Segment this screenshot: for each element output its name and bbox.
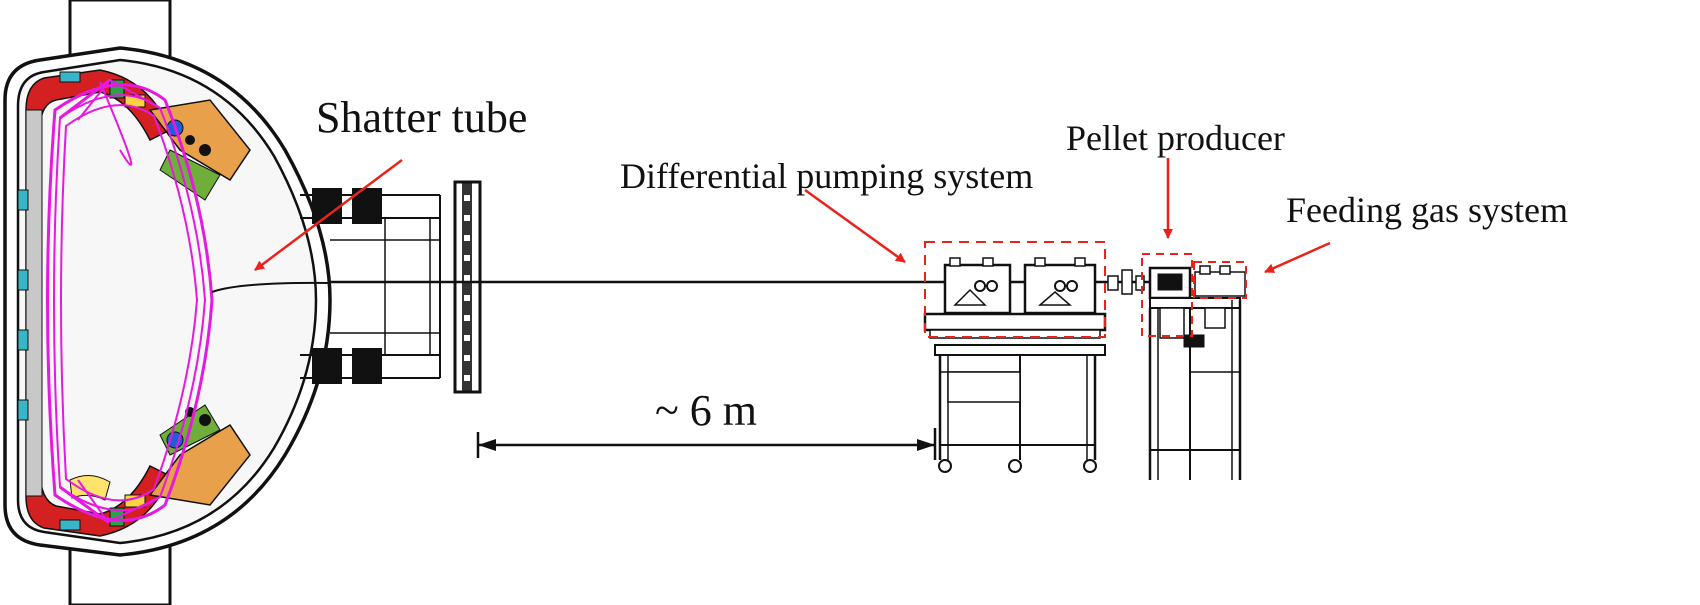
plasma-flux-surfaces: [46, 78, 214, 524]
central-post: [25, 109, 43, 497]
pellet-producer-label: Pellet producer: [1066, 118, 1285, 158]
shatter-tube-label: Shatter tube: [316, 93, 527, 142]
vessel-inner-wall: [16, 58, 318, 545]
diagnostic-block: [17, 189, 29, 211]
pumping-arrow: [804, 188, 906, 264]
shatter-tube-bend: [211, 281, 331, 293]
feeding-gas-label: Feeding gas system: [1286, 190, 1568, 230]
distance-dimension: [476, 428, 937, 460]
pumping-highlight-box: [924, 241, 1106, 338]
gas-highlight-box: [1193, 261, 1247, 299]
gas-arrow: [1264, 241, 1331, 274]
distance-label: ~ 6 m: [655, 386, 757, 435]
bellows-block: [312, 348, 342, 384]
tokamak-vessel: [3, 0, 332, 605]
differential-pumping-assembly: [923, 257, 1107, 473]
bellows-block: [352, 348, 382, 384]
differential-pumping-label: Differential pumping system: [620, 156, 1033, 196]
pellet-highlight-box: [1141, 253, 1193, 337]
port-extension: [300, 180, 482, 394]
shatter-tube-arrow: [254, 158, 403, 272]
diagnostic-block: [17, 399, 29, 421]
diagnostic-block: [17, 329, 29, 351]
bellows-block: [312, 188, 342, 224]
connector-valves: [1107, 269, 1145, 295]
diagnostic-block: [17, 269, 29, 291]
